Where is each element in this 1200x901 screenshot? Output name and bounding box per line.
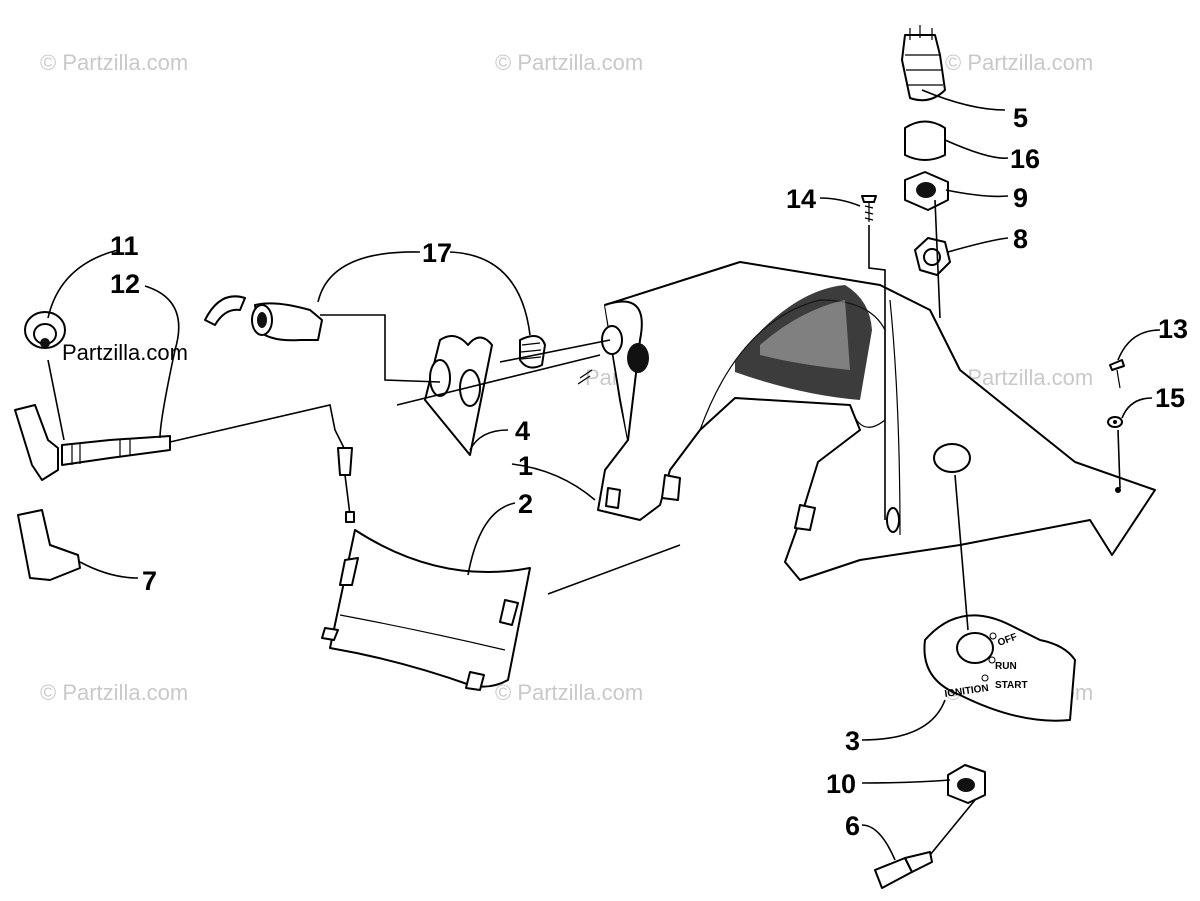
power-receptacle	[204, 295, 611, 406]
watermark: © Partzilla.com	[495, 680, 643, 705]
watermark: © Partzilla.com	[40, 50, 188, 75]
screws-and-washer	[861, 195, 1125, 520]
callout-12: 12	[110, 269, 140, 299]
callout-10: 10	[826, 769, 856, 799]
callout-leaders	[47, 89, 1161, 861]
plate-start-label: START	[995, 680, 1028, 691]
lower-cover	[321, 529, 681, 691]
callout-2: 2	[518, 489, 533, 519]
callout-15: 15	[1155, 383, 1185, 413]
callout-5: 5	[1013, 103, 1028, 133]
watermarks: © Partzilla.com © Partzilla.com © Partzi…	[40, 50, 1093, 705]
ignition-nut-and-key	[874, 764, 986, 889]
callout-14: 14	[786, 184, 816, 214]
callout-11: 11	[110, 231, 139, 261]
callout-numbers: 5 16 9 8 14 13 15 11 12 17 4 1 2 7 3 10 …	[110, 103, 1188, 841]
callout-4: 4	[515, 416, 530, 446]
ignition-switch-stack	[901, 25, 951, 319]
callout-16: 16	[1010, 144, 1040, 174]
watermark: © Partzilla.com	[495, 50, 643, 75]
switch-plate	[424, 335, 493, 456]
choke-cable	[14, 311, 355, 581]
plate-run-label: RUN	[995, 661, 1017, 672]
watermark: © Partzilla.com	[40, 680, 188, 705]
ignition-plate: OFF RUN START IGNITION	[923, 474, 1076, 722]
callout-8: 8	[1013, 224, 1028, 254]
callout-7: 7	[142, 566, 157, 596]
watermark-inline: Partzilla.com	[62, 340, 188, 365]
callout-6: 6	[845, 811, 860, 841]
watermark: © Partzilla.com	[945, 50, 1093, 75]
callout-13: 13	[1158, 314, 1188, 344]
console-housing	[577, 261, 1156, 581]
callout-9: 9	[1013, 183, 1028, 213]
callout-3: 3	[845, 726, 860, 756]
callout-1: 1	[518, 451, 533, 481]
callout-17: 17	[422, 238, 452, 268]
